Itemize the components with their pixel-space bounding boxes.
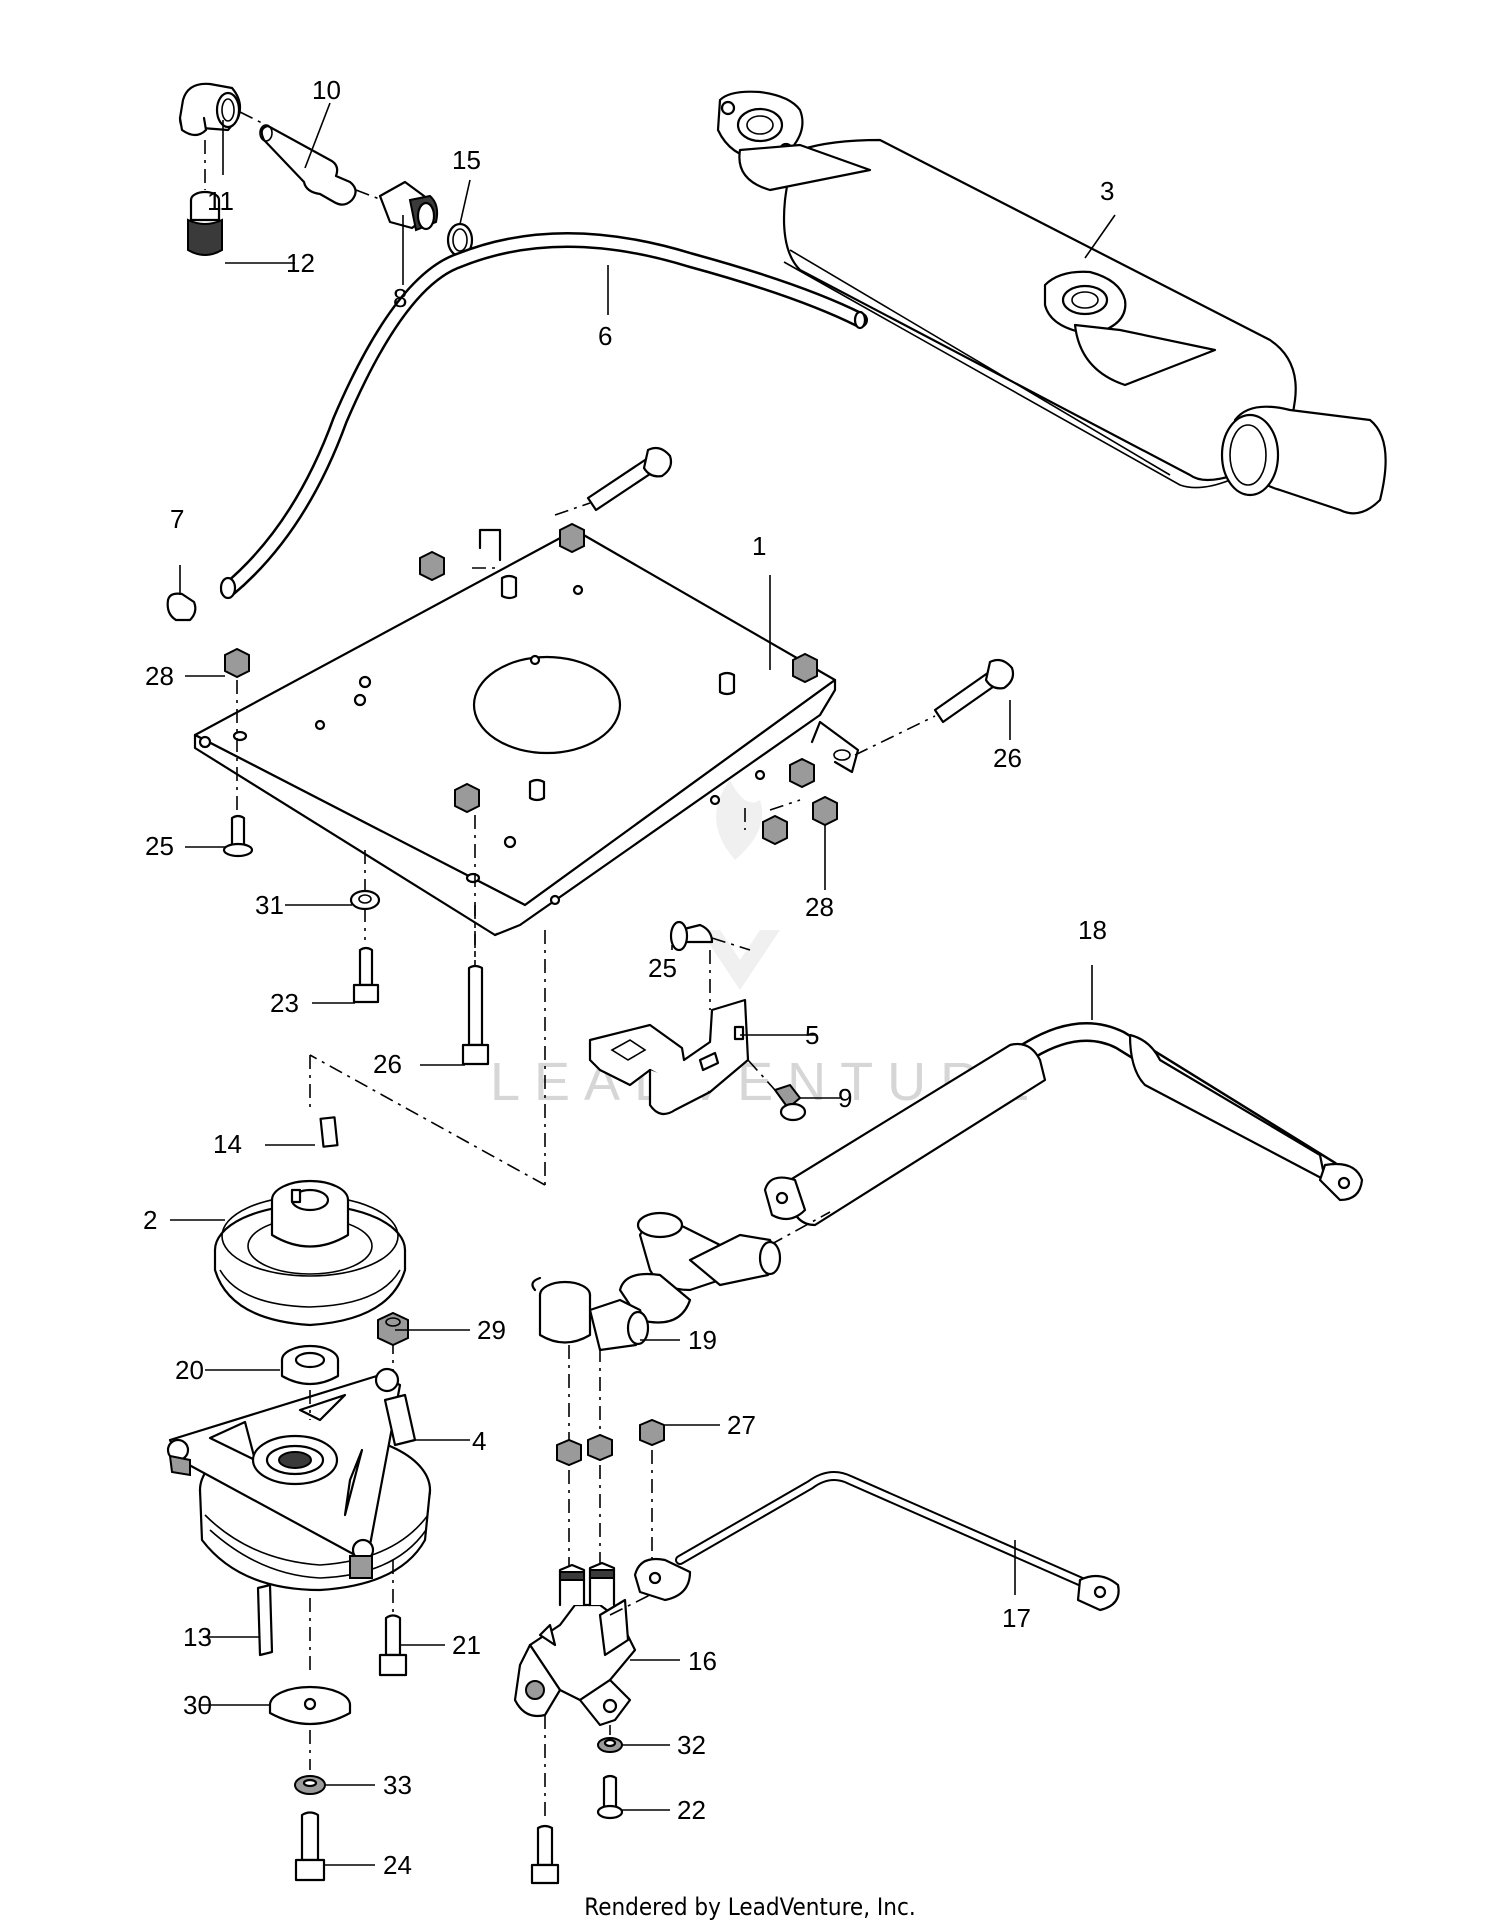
callout-5: 5 — [805, 1020, 819, 1050]
hose-6 — [166, 232, 868, 622]
callout-31: 31 — [255, 890, 284, 920]
cable-18 — [763, 1022, 1364, 1246]
clutch-4 — [166, 1340, 432, 1675]
hardware-left — [222, 814, 490, 1066]
callout-11: 11 — [207, 186, 234, 216]
callout-26b: 26 — [373, 1049, 402, 1079]
callout-4: 4 — [472, 1426, 486, 1456]
callout-21: 21 — [452, 1630, 481, 1660]
callout-16: 16 — [688, 1646, 717, 1676]
callout-33: 33 — [383, 1770, 412, 1800]
solenoid-16 — [513, 1418, 665, 1885]
callout-9: 9 — [838, 1083, 852, 1113]
callout-6: 6 — [598, 321, 612, 351]
callout-13: 13 — [183, 1622, 212, 1652]
clutch-hardware — [256, 1311, 409, 1882]
callout-2: 2 — [143, 1205, 157, 1235]
callout-28a: 28 — [145, 661, 174, 691]
muffler-3 — [716, 90, 1387, 515]
mounting-plate-1 — [193, 446, 1015, 1186]
callout-22: 22 — [677, 1795, 706, 1825]
pulley-2 — [213, 1116, 407, 1327]
callout-25a: 25 — [145, 831, 174, 861]
leader-lines — [170, 102, 1116, 1866]
callout-15: 15 — [452, 145, 481, 175]
callout-23: 23 — [270, 988, 299, 1018]
cable-17 — [633, 1471, 1120, 1612]
callout-29: 29 — [477, 1315, 506, 1345]
callout-24: 24 — [383, 1850, 412, 1880]
bracket-5 — [588, 920, 807, 1122]
callout-12: 12 — [286, 248, 315, 278]
callout-32: 32 — [677, 1730, 706, 1760]
callout-27: 27 — [727, 1410, 756, 1440]
callout-10: 10 — [312, 75, 341, 105]
callout-3: 3 — [1100, 176, 1114, 206]
callout-14: 14 — [213, 1129, 242, 1159]
callout-18: 18 — [1078, 915, 1107, 945]
footer-credit: Rendered by LeadVenture, Inc. — [584, 1893, 915, 1921]
fitting-group — [178, 82, 474, 258]
boots-19 — [531, 1211, 782, 1445]
callout-1: 1 — [752, 531, 766, 561]
watermark-logo — [700, 780, 780, 990]
callout-7: 7 — [170, 504, 184, 534]
callout-20: 20 — [175, 1355, 204, 1385]
callout-30: 30 — [183, 1690, 212, 1720]
callout-28b: 28 — [805, 892, 834, 922]
callout-8: 8 — [393, 283, 407, 313]
callout-26a: 26 — [993, 743, 1022, 773]
callout-25b: 25 — [648, 953, 677, 983]
callouts: 1 2 3 4 5 6 7 8 9 10 11 12 13 14 15 16 1… — [143, 75, 1114, 1880]
callout-17: 17 — [1002, 1603, 1031, 1633]
spacer-20 — [280, 1344, 340, 1386]
callout-19: 19 — [688, 1325, 717, 1355]
